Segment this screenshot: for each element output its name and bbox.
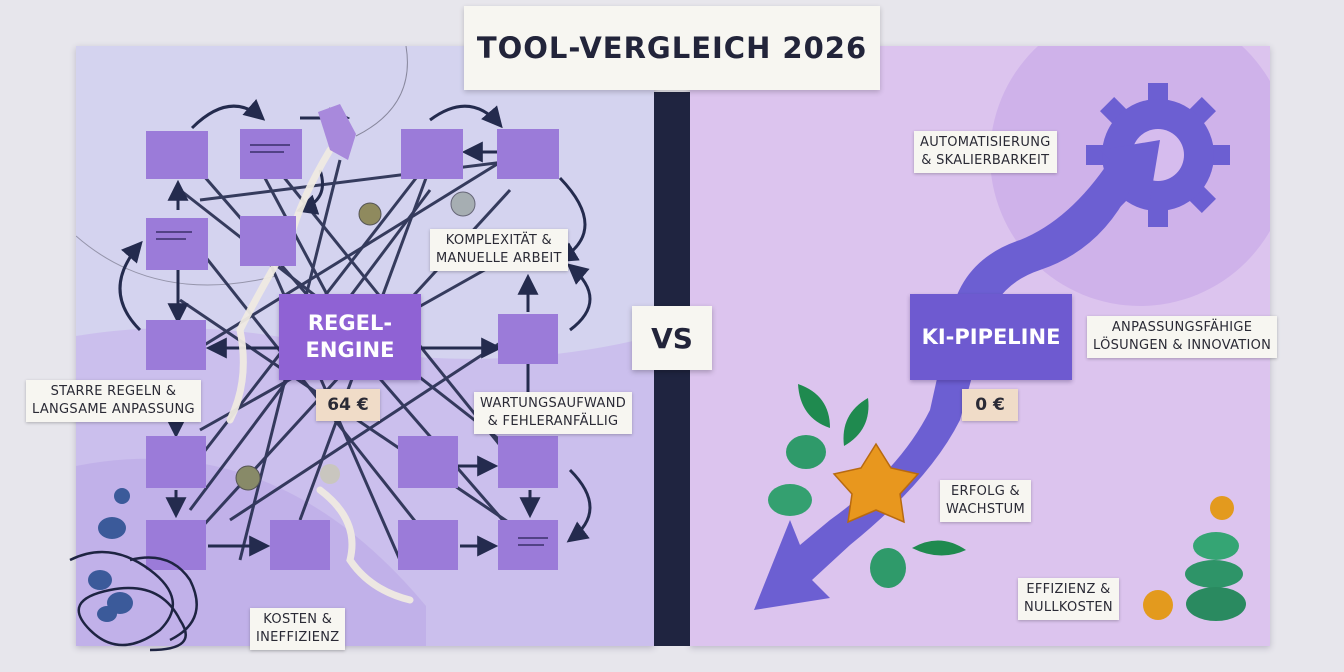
amber-bead [1210, 496, 1234, 520]
amber-bead [1143, 590, 1173, 620]
leaves [798, 384, 966, 556]
rule-node [240, 216, 296, 266]
string-ball [69, 550, 198, 652]
label-line: ERFOLG & [951, 484, 1020, 499]
label-line: ANPASSUNGSFÄHIGE [1111, 320, 1253, 335]
label-adaptive: ANPASSUNGSFÄHIGE LÖSUNGEN & INNOVATION [1087, 316, 1278, 358]
rule-engine-title-line1: REGEL- [307, 311, 393, 335]
green-stones [768, 435, 1246, 621]
rule-nodes [146, 129, 559, 570]
label-line: WACHSTUM [946, 502, 1025, 517]
marble [320, 464, 340, 484]
marble [235, 465, 261, 491]
label-line: & SKALIERBARKEIT [921, 153, 1050, 168]
ki-pipeline-box: KI-PIPELINE [910, 294, 1072, 380]
label-line: WARTUNGSAUFWAND [480, 396, 627, 411]
label-line: EFFIZIENZ & [1026, 582, 1111, 597]
label-line: STARRE REGELN & [50, 384, 177, 399]
rule-node [398, 436, 458, 488]
star-icon [832, 442, 920, 524]
label-line: INEFFIZIENZ [256, 630, 340, 645]
label-line: NULLKOSTEN [1024, 600, 1113, 615]
label-maintenance: WARTUNGSAUFWAND & FEHLERANFÄLLIG [474, 392, 633, 434]
label-efficiency: EFFIZIENZ & NULLKOSTEN [1018, 578, 1119, 620]
label-rigid-rules: STARRE REGELN & LANGSAME ANPASSUNG [26, 380, 201, 422]
marble [450, 191, 476, 217]
blue-stones [88, 488, 133, 622]
rule-node [146, 131, 208, 179]
rule-node [146, 520, 206, 570]
label-line: LÖSUNGEN & INNOVATION [1093, 338, 1272, 353]
rule-node [398, 520, 458, 570]
vs-badge: VS [632, 306, 712, 370]
label-line: AUTOMATISIERUNG [920, 135, 1051, 150]
ki-pipeline-price: 0 € [962, 389, 1018, 421]
label-line: & FEHLERANFÄLLIG [487, 414, 619, 429]
rule-node [497, 129, 559, 179]
rule-node [498, 436, 558, 488]
rule-node [270, 520, 330, 570]
label-line: KOSTEN & [263, 612, 333, 627]
rule-node [401, 129, 463, 179]
rule-node [146, 218, 208, 270]
wool-strands [226, 146, 414, 604]
rule-node [240, 129, 302, 179]
label-line: MANUELLE ARBEIT [436, 251, 562, 266]
label-costs: KOSTEN & INEFFIZIENZ [250, 608, 346, 650]
felt-piece [318, 104, 356, 160]
label-success: ERFOLG & WACHSTUM [940, 480, 1031, 522]
rule-engine-price: 64 € [316, 389, 380, 421]
rule-node [498, 314, 558, 364]
label-line: LANGSAME ANPASSUNG [32, 402, 195, 417]
label-automation: AUTOMATISIERUNG & SKALIERBARKEIT [914, 131, 1057, 173]
rule-engine-box: REGEL- ENGINE [279, 294, 421, 380]
marble [358, 202, 382, 226]
label-complexity: KOMPLEXITÄT & MANUELLE ARBEIT [430, 229, 568, 271]
rule-node [146, 320, 206, 370]
rule-node [146, 436, 206, 488]
page-title: TOOL-VERGLEICH 2026 [464, 6, 880, 90]
rule-engine-title-line2: ENGINE [305, 338, 395, 362]
node-text-lines [156, 144, 548, 546]
label-line: KOMPLEXITÄT & [445, 233, 552, 248]
